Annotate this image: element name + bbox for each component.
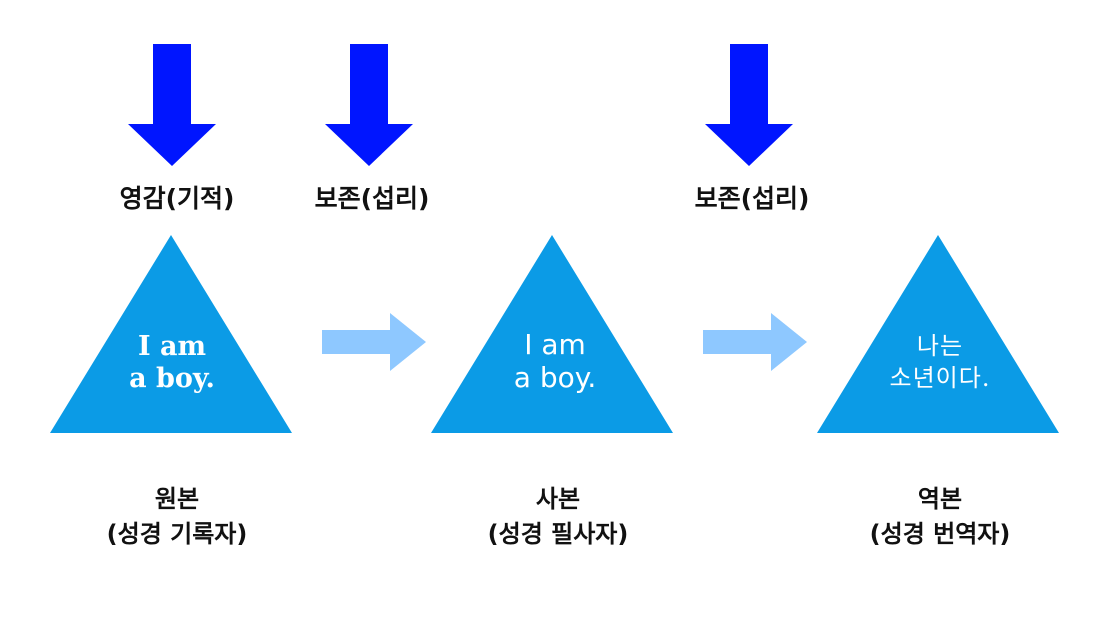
down-arrow-icon-2 (325, 44, 413, 166)
triangle-text-translation: 나는 소년이다. (890, 330, 991, 395)
top-label-preservation-1: 보존(섭리) (314, 184, 430, 213)
triangle-original (50, 235, 292, 433)
triangle-translation (817, 235, 1059, 433)
down-arrow-icon-3 (705, 44, 793, 166)
right-arrow-icon-2 (703, 313, 807, 371)
bottom-label-title: 사본 (535, 485, 581, 513)
bottom-label-subtitle: (성경 기록자) (106, 519, 248, 548)
triangle-copy (431, 235, 673, 433)
bottom-label-translation: 역본 (성경 번역자) (870, 482, 1011, 552)
bottom-label-copy: 사본 (성경 필사자) (488, 482, 629, 552)
triangle-text-line2: a boy. (129, 362, 215, 394)
right-arrow-icon-1 (322, 313, 426, 371)
triangle-text-line1: 나는 (916, 332, 964, 360)
bottom-label-subtitle: (성경 필사자) (487, 519, 629, 548)
triangle-text-line2: a boy. (513, 361, 597, 395)
bottom-label-original: 원본 (성경 기록자) (107, 482, 248, 552)
triangle-text-line1: I am (524, 328, 586, 361)
triangle-text-copy: I am a boy. (514, 328, 596, 394)
triangle-text-original: I am a boy. (129, 331, 215, 395)
bottom-label-title: 원본 (154, 485, 200, 513)
triangle-text-line1: I am (137, 331, 207, 362)
bottom-label-subtitle: (성경 번역자) (869, 519, 1011, 548)
top-label-preservation-2: 보존(섭리) (694, 184, 810, 213)
bottom-label-title: 역본 (917, 485, 963, 513)
down-arrow-icon-1 (128, 44, 216, 166)
triangle-text-line2: 소년이다. (889, 364, 991, 393)
top-label-inspiration: 영감(기적) (119, 184, 235, 213)
